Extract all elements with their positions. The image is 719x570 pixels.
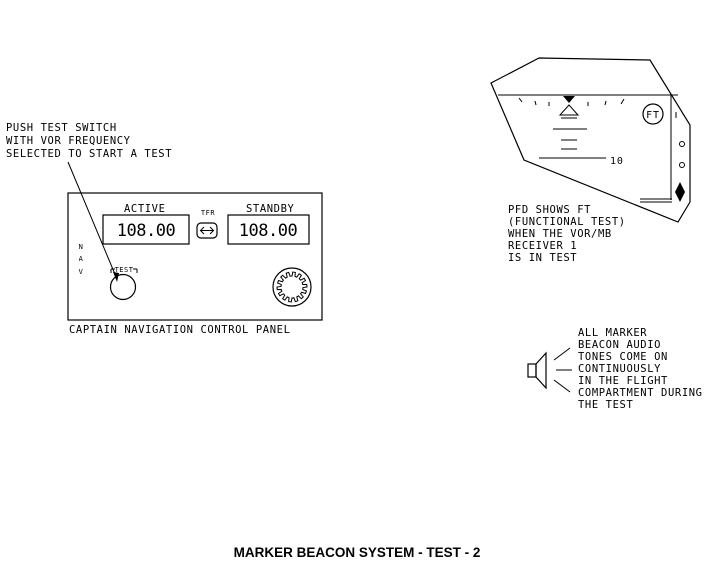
panel-caption: CAPTAIN NAVIGATION CONTROL PANEL: [69, 324, 291, 336]
standby-label: STANDBY: [246, 203, 295, 215]
test-callout-line-2: WITH VOR FREQUENCY: [6, 135, 131, 147]
test-callout-line-3: SELECTED TO START A TEST: [6, 148, 172, 160]
audio-callout-line-4: CONTINUOUSLY: [578, 363, 661, 375]
rotary-knob-icon[interactable]: [272, 267, 312, 307]
audio-callout-line-6: COMPARTMENT DURING: [578, 387, 703, 399]
test-label: TEST: [115, 266, 134, 274]
roll-scale: [518, 97, 625, 106]
pfd-callout-line-5: IS IN TEST: [508, 252, 577, 264]
pfd-outline: [490, 57, 691, 223]
test-callout-leader: [67, 161, 118, 280]
audio-callout-line-2: BEACON AUDIO: [578, 339, 661, 351]
side-dot-2: [679, 162, 685, 168]
audio-callout-line-1: ALL MARKER: [578, 327, 647, 339]
audio-callout-line-7: THE TEST: [578, 399, 633, 411]
tfr-label: TFR: [201, 209, 215, 217]
test-bracket: [110, 268, 138, 273]
pitch-ladder: [539, 117, 606, 159]
speaker-icon: [527, 347, 572, 393]
side-dot-1: [679, 141, 685, 147]
test-callout-line-1: PUSH TEST SWITCH: [6, 122, 117, 134]
pfd-display: 10 FT PFD SHOWS FT (FUNCTIONAL TEST) WHE…: [490, 57, 691, 264]
audio-callout: ALL MARKER BEACON AUDIO TONES COME ON CO…: [578, 327, 703, 411]
roll-pointer-filled: [563, 96, 575, 103]
figure-title: MARKER BEACON SYSTEM - TEST - 2: [234, 545, 481, 560]
pfd-callout-line-2: (FUNCTIONAL TEST): [508, 216, 626, 228]
nav-control-panel: ACTIVE STANDBY 108.00 108.00 TFR N A V: [67, 192, 323, 336]
transfer-button[interactable]: [196, 222, 218, 239]
nav-letter-n: N: [79, 243, 84, 251]
side-diamond: [675, 182, 685, 202]
pfd-callout-line-3: WHEN THE VOR/MB: [508, 228, 612, 240]
roll-pointer-outline: [558, 104, 580, 116]
nav-letter-a: A: [79, 255, 84, 263]
double-arrow-icon: [199, 226, 215, 235]
active-label: ACTIVE: [124, 203, 166, 215]
standby-frequency-display: [227, 214, 310, 245]
standby-frequency: 108.00: [239, 221, 298, 241]
pitch-mark-10: 10: [610, 156, 624, 167]
panel-frame: [67, 192, 323, 321]
ft-annunciator: FT: [646, 110, 660, 121]
ft-circle: [642, 103, 664, 125]
pfd-callout-line-4: RECEIVER 1: [508, 240, 577, 252]
pfd-callout-line-1: PFD SHOWS FT: [508, 204, 591, 216]
test-switch-button[interactable]: [109, 273, 137, 301]
audio-callout-line-5: IN THE FLIGHT: [578, 375, 668, 387]
nav-letter-v: V: [79, 268, 84, 276]
audio-callout-line-3: TONES COME ON: [578, 351, 668, 363]
test-switch-callout: PUSH TEST SWITCH WITH VOR FREQUENCY SELE…: [6, 122, 172, 282]
active-frequency-display: [102, 214, 190, 245]
active-frequency: 108.00: [117, 221, 176, 241]
